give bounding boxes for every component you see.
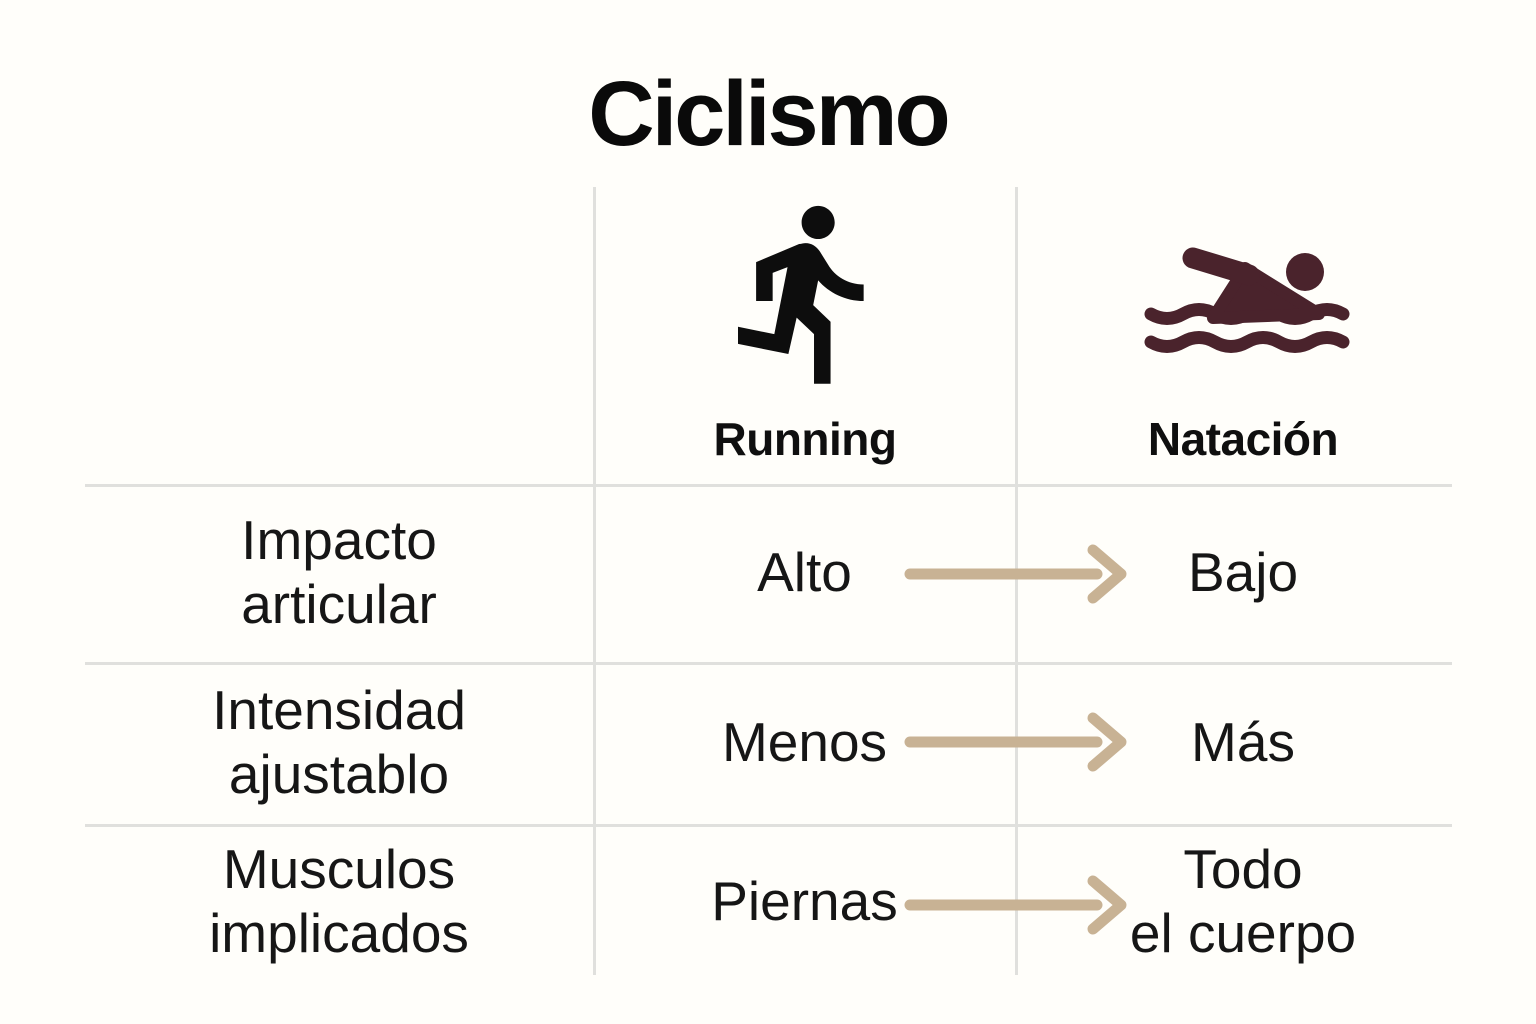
arrow-right-icon bbox=[904, 544, 1127, 604]
column-header-running: Running bbox=[713, 413, 898, 465]
value-running-intensidad: Menos bbox=[721, 711, 888, 774]
row-divider-3 bbox=[85, 824, 1452, 827]
column-divider-left bbox=[593, 187, 596, 975]
column-header-natacion: Natación bbox=[1147, 413, 1339, 465]
arrow-right-icon bbox=[904, 712, 1127, 772]
row-label-musculos: Musculos implicados bbox=[209, 838, 469, 964]
arrow-right-icon bbox=[904, 875, 1127, 935]
value-natacion-impacto: Bajo bbox=[1187, 541, 1299, 604]
row-label-impacto-articular: Impacto articular bbox=[241, 509, 437, 635]
column-divider-right bbox=[1015, 187, 1018, 975]
value-running-musculos: Piernas bbox=[711, 870, 898, 933]
row-label-intensidad: Intensidad ajustablo bbox=[212, 679, 466, 805]
row-divider-1 bbox=[85, 484, 1452, 487]
page-title: Ciclismo bbox=[588, 63, 950, 165]
running-person-icon bbox=[730, 200, 872, 395]
row-divider-2 bbox=[85, 662, 1452, 665]
value-natacion-musculos: Todo el cuerpo bbox=[1129, 838, 1357, 964]
value-natacion-intensidad: Más bbox=[1191, 711, 1295, 774]
swimmer-icon bbox=[1137, 228, 1367, 383]
value-running-impacto: Alto bbox=[757, 541, 852, 604]
